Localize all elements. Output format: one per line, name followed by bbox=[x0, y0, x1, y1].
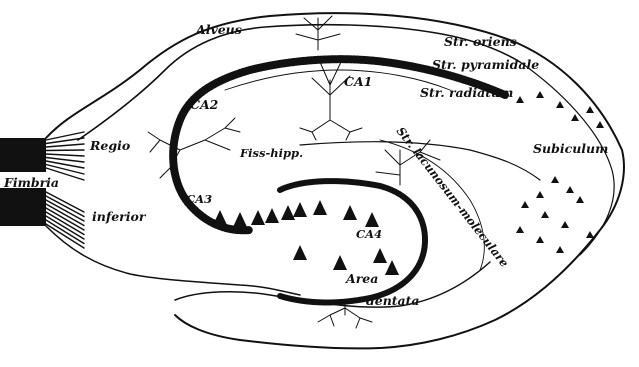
cell-body bbox=[265, 208, 279, 223]
label-subiculum: Subiculum bbox=[533, 141, 608, 156]
cell-body bbox=[293, 245, 307, 260]
fimbria-fiber bbox=[46, 158, 84, 163]
cell-body bbox=[293, 202, 307, 217]
label-ca4: CA4 bbox=[356, 227, 382, 241]
cell-body bbox=[313, 200, 327, 215]
fimbria-fiber bbox=[46, 196, 84, 217]
subiculum-cell bbox=[596, 121, 604, 128]
subiculum-cell bbox=[551, 176, 559, 183]
label-regio: Regio bbox=[89, 138, 130, 153]
fimbria-fiber bbox=[46, 144, 84, 147]
label-alveus: Alveus bbox=[195, 22, 242, 37]
subiculum-cell bbox=[521, 201, 529, 208]
fimbria-fiber bbox=[46, 154, 84, 156]
label-fiss-hipp: Fiss-hipp. bbox=[239, 146, 303, 160]
layer-line-1 bbox=[225, 70, 450, 90]
subiculum-cell bbox=[541, 211, 549, 218]
label-dentata: dentata bbox=[366, 293, 420, 308]
cell-body bbox=[233, 212, 247, 227]
subiculum-cell bbox=[516, 96, 524, 103]
subiculum-cell bbox=[536, 236, 544, 243]
dendrite bbox=[300, 60, 362, 140]
label-str-lacunosum-moleculare: Str. lacunosum-moleculare bbox=[394, 124, 512, 269]
cell-body bbox=[343, 205, 357, 220]
fimbria-fiber bbox=[46, 192, 84, 212]
subiculum-cell bbox=[576, 196, 584, 203]
subiculum-cell bbox=[566, 186, 574, 193]
subiculum-cell bbox=[516, 226, 524, 233]
subiculum-cell bbox=[586, 231, 594, 238]
label-ca2: CA2 bbox=[190, 97, 219, 112]
dendrite bbox=[148, 118, 240, 184]
subiculum-cell bbox=[561, 221, 569, 228]
cell-body bbox=[373, 248, 387, 263]
cell-body bbox=[333, 255, 347, 270]
subiculum-cell bbox=[586, 106, 594, 113]
label-area: Area bbox=[345, 271, 378, 286]
fimbria-bundle bbox=[0, 132, 84, 248]
label-str-oriens: Str. oriens bbox=[444, 34, 517, 49]
cell-body bbox=[251, 210, 265, 225]
label-inferior: inferior bbox=[92, 209, 147, 224]
subiculum-cell bbox=[536, 191, 544, 198]
label-ca3: CA3 bbox=[186, 192, 212, 206]
dendrite bbox=[296, 16, 340, 50]
subiculum-cell bbox=[571, 114, 579, 121]
cell-body bbox=[213, 210, 227, 225]
inner-contour bbox=[46, 226, 300, 295]
label-str-pyramidale: Str. pyramidale bbox=[432, 57, 539, 72]
subiculum-cell bbox=[556, 246, 564, 253]
subiculum-cell bbox=[556, 101, 564, 108]
subiculum-cell bbox=[536, 91, 544, 98]
cell-body bbox=[385, 260, 399, 275]
label-str-radiatum: Str. radiatum bbox=[420, 85, 513, 100]
label-fimbria: Fimbria bbox=[3, 175, 59, 190]
label-ca1: CA1 bbox=[344, 74, 372, 89]
cell-body bbox=[281, 205, 295, 220]
fimbria-fiber bbox=[46, 161, 84, 168]
fimbria-fiber bbox=[46, 150, 84, 151]
cell-body bbox=[365, 212, 379, 227]
